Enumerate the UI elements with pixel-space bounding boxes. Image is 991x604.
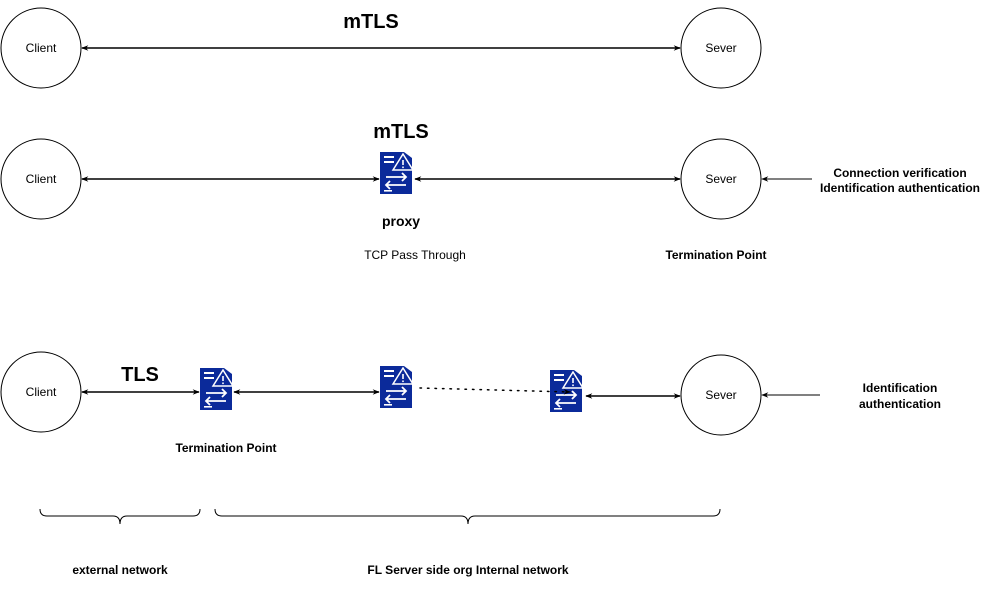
row2-server-note: Termination Point (665, 248, 766, 262)
reverse-proxy-server-icon (379, 365, 414, 409)
row3-server-label: Sever (705, 388, 736, 402)
reverse-proxy-server-icon (379, 151, 414, 195)
row2-proxy-note: TCP Pass Through (364, 248, 466, 262)
row1-server-label: Sever (705, 41, 736, 55)
internal-network-brace (214, 508, 721, 525)
row1-client-label: Client (26, 41, 57, 55)
row3-client-label: Client (26, 385, 57, 399)
row3-client-node (0, 351, 82, 433)
row1-client-node (0, 7, 82, 89)
row3-annotation-line2: authentication (859, 397, 941, 411)
external-network-brace (39, 508, 201, 525)
external-network-label: external network (72, 563, 168, 577)
row3-first-proxy-note: Termination Point (175, 441, 276, 455)
row2-client-node (0, 138, 82, 220)
reverse-proxy-server-icon (199, 367, 234, 411)
row-1: mTLS Client Sever (0, 7, 762, 89)
row-2: mTLS Client proxy TCP Pass Through Sever… (0, 121, 980, 262)
row2-annotation-line2: Identification authentication (820, 181, 980, 195)
row2-client-label: Client (26, 172, 57, 186)
row3-annotation-line1: Identification (863, 381, 938, 395)
row1-server-node (680, 7, 762, 89)
network-zones: external network FL Server side org Inte… (39, 508, 721, 577)
row2-annotation-line1: Connection verification (833, 166, 966, 180)
row2-title: mTLS (373, 121, 429, 143)
row3-title: TLS (121, 364, 159, 386)
row1-title: mTLS (343, 11, 399, 33)
row2-server-node (680, 138, 762, 220)
row2-proxy-label: proxy (382, 213, 420, 229)
internal-network-label: FL Server side org Internal network (367, 563, 568, 577)
row2-server-label: Sever (705, 172, 736, 186)
row3-dotted-connector (419, 387, 571, 395)
row-3: TLS Client Termination Point Sever Ident… (0, 351, 941, 455)
row3-server-node (680, 354, 762, 436)
